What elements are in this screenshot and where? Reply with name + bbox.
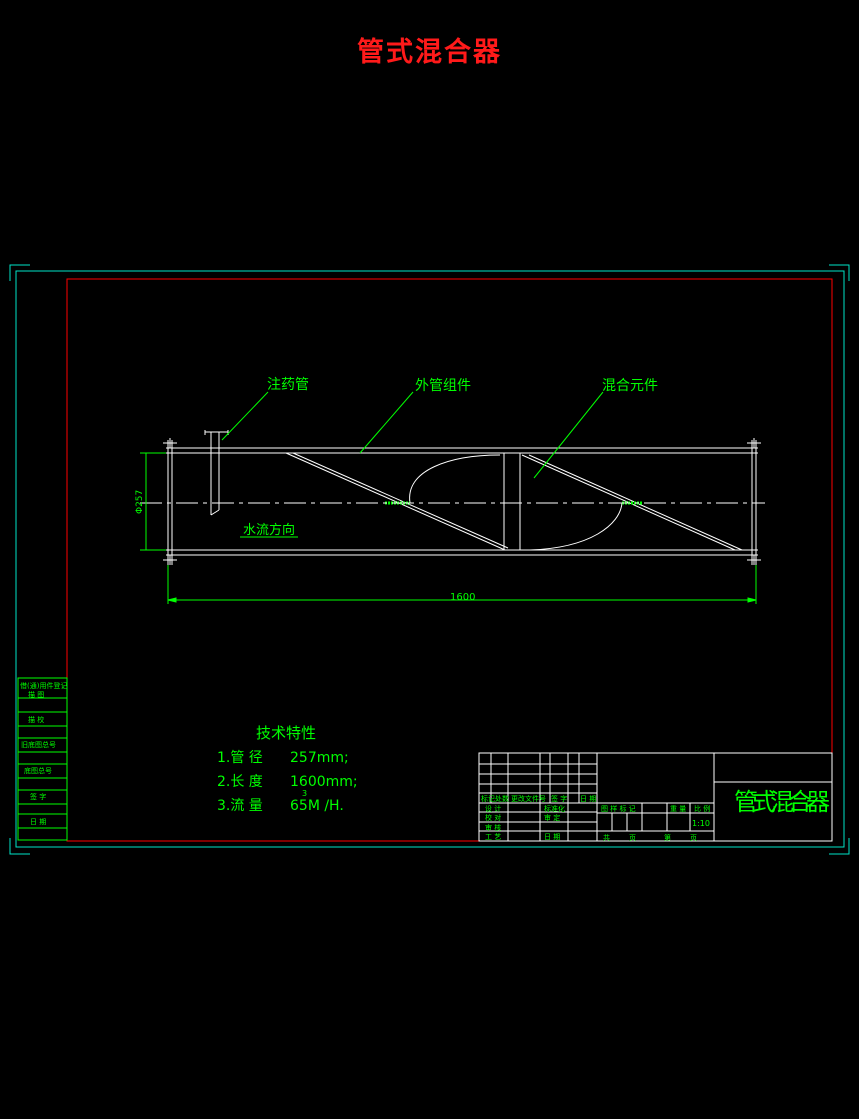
tech-item-label: 2.长 度 bbox=[217, 774, 263, 790]
tech-item-label: 1.管 径 bbox=[217, 750, 263, 766]
side-table-cell: 日 期 bbox=[30, 818, 46, 826]
sheet-cell: 共 bbox=[603, 833, 610, 842]
side-table-cell: 借(通)用件登记 bbox=[20, 681, 67, 690]
role-cell: 工 艺 bbox=[485, 833, 501, 841]
length-dimension: 1600 bbox=[450, 592, 475, 603]
side-table-cell: 描 图 bbox=[28, 690, 44, 699]
stage-header-cell: 重 量 bbox=[670, 805, 686, 813]
stage-header-cell: 比 例 bbox=[694, 804, 710, 813]
callout-mixing-element: 混合元件 bbox=[602, 378, 658, 394]
outer-frame bbox=[9, 264, 850, 855]
change-header-cell: 标记 bbox=[481, 794, 495, 803]
flow-direction-label: 水流方向 bbox=[243, 522, 295, 538]
mid-col-cell: 日 期 bbox=[544, 833, 560, 841]
title-block-title: 管式混合器 bbox=[734, 788, 830, 816]
tech-item-value: 1600mm; bbox=[290, 774, 358, 790]
callout-outer-pipe: 外管组件 bbox=[415, 378, 471, 394]
title-block-grid bbox=[478, 752, 833, 842]
sheet-cell: 页 bbox=[690, 834, 697, 842]
tech-item-label: 3.流 量 bbox=[217, 798, 263, 814]
side-table-cell: 旧底图总号 bbox=[21, 740, 56, 749]
sheet-cell: 页 bbox=[629, 834, 636, 842]
change-header-cell: 更改文件号 bbox=[511, 794, 546, 803]
role-cell: 校 对 bbox=[485, 813, 501, 822]
callout-leaders bbox=[221, 391, 604, 538]
dimension-lines bbox=[140, 452, 757, 604]
mid-col-cell: 审 定 bbox=[544, 813, 560, 822]
change-header-cell: 签 字 bbox=[551, 794, 567, 803]
tech-flow-exponent: 3 bbox=[302, 789, 307, 798]
sheet-cell: 第 bbox=[664, 833, 671, 842]
role-cell: 审 核 bbox=[485, 823, 501, 832]
tech-title: 技术特性 bbox=[256, 724, 316, 742]
side-table bbox=[17, 677, 68, 841]
tech-item-value: 257mm; bbox=[290, 750, 349, 766]
tech-item-value: 65M /H. bbox=[290, 798, 344, 814]
stage-header-cell: 图 样 标 记 bbox=[601, 804, 636, 813]
mid-col-cell: 标准化 bbox=[544, 804, 565, 813]
change-header-cell: 日 期 bbox=[580, 795, 596, 803]
page-title: 管式混合器 bbox=[357, 37, 502, 68]
scale-value: 1:10 bbox=[692, 819, 710, 828]
side-table-cell: 底图总号 bbox=[24, 766, 52, 775]
callout-injection-pipe: 注药管 bbox=[267, 377, 309, 393]
side-table-cell: 签 字 bbox=[30, 792, 46, 801]
diameter-dimension: Φ257 bbox=[135, 490, 145, 514]
side-table-cell: 描 校 bbox=[28, 715, 44, 724]
change-header-cell: 处数 bbox=[495, 794, 509, 803]
role-cell: 设 计 bbox=[485, 804, 501, 813]
pipe-assembly bbox=[140, 430, 765, 565]
